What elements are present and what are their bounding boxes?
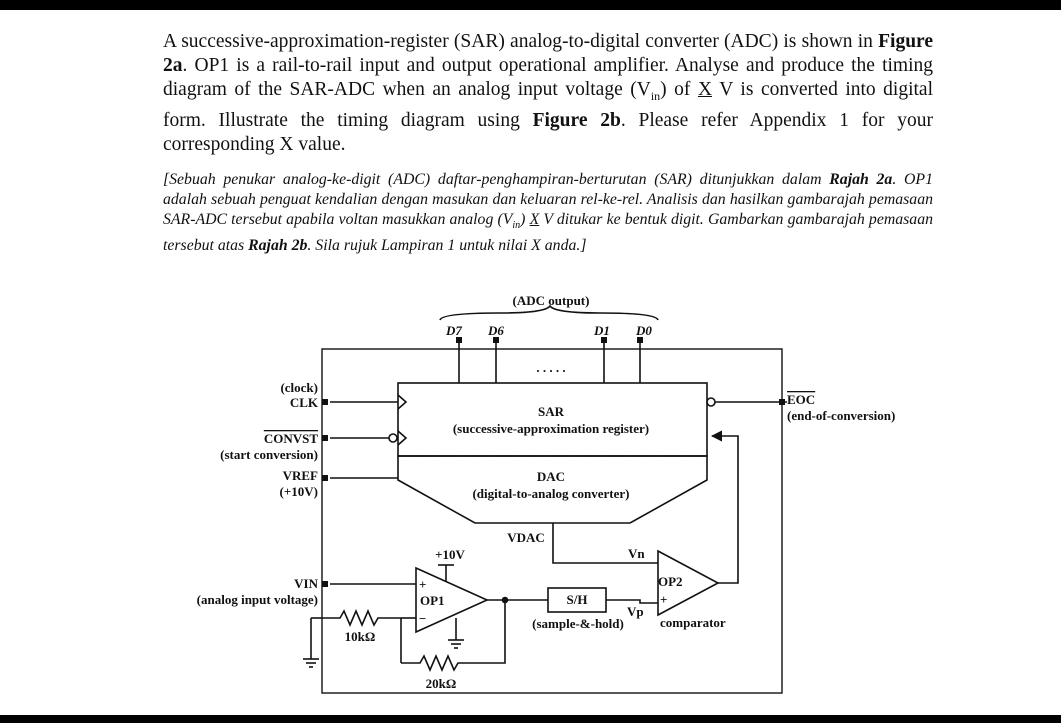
eoc-description: (end-of-conversion) [787, 408, 895, 423]
sh-block-label: S/H [567, 592, 588, 607]
convst-inverting-bubble [388, 433, 398, 443]
x-value-placeholder: X [697, 79, 713, 101]
question-part-2: . OP1 is a rail-to-rail input and output… [163, 55, 933, 101]
question-text-english: A successive-approximation-register (SAR… [163, 30, 933, 157]
op1-supply-label: +10V [435, 547, 465, 562]
figure-2b-reference: Figure 2b [532, 109, 621, 131]
bit-d0-label: D0 [635, 323, 652, 338]
malay-part-1: [Sebuah penukar analog-ke-digit (ADC) da… [163, 171, 830, 188]
sh-description: (sample-&-hold) [532, 616, 624, 631]
dac-title: DAC [537, 469, 565, 484]
top-border [0, 0, 1061, 10]
resistor-10k [322, 608, 401, 628]
rajah-2a-reference: Rajah 2a [829, 171, 893, 188]
question-part-4: V is converted into digital form. Illust… [163, 79, 934, 131]
bit-ellipsis: . . . . . [536, 360, 565, 375]
question-part-1: A successive-approximation-register (SAR… [163, 31, 873, 52]
sar-title: SAR [538, 404, 565, 419]
resistor-20k [401, 600, 506, 673]
question-part-5: . Please refer Appendix 1 for your corre… [163, 109, 933, 155]
op1-minus-sign: − [419, 611, 426, 626]
eoc-inverting-bubble [706, 397, 716, 407]
op2-plus-sign: + [660, 592, 667, 607]
start-conversion-label: (start conversion) [220, 447, 318, 462]
clk-pin-label: CLK [290, 395, 319, 410]
op2-label: OP2 [658, 574, 683, 589]
malay-part-3: ) [520, 211, 530, 228]
bit-d7-label: D7 [445, 323, 462, 338]
bottom-border [0, 715, 1061, 723]
vn-label: Vn [628, 546, 645, 561]
question-part-3: ) of [660, 79, 698, 101]
bit-d6-label: D6 [487, 323, 504, 338]
malay-part-4: V ditukar ke bentuk digit. Gambarkan gam… [163, 211, 933, 255]
vin-description: (analog input voltage) [197, 592, 318, 607]
clock-input-triangle [397, 394, 408, 410]
convst-pin-label: CONVST [264, 431, 319, 446]
vref-value-label: (+10V) [280, 484, 318, 499]
vin-pin-label: VIN [294, 576, 318, 591]
malay-part-5: . Sila rujuk Lampiran 1 untuk nilai X an… [307, 237, 587, 255]
op1-amplifier [415, 566, 489, 634]
convst-input-triangle [397, 430, 408, 446]
vdac-label: VDAC [507, 530, 545, 545]
outer-boundary [321, 348, 783, 694]
figure-2a-reference: Figure 2a [163, 31, 934, 77]
dac-description: (digital-to-analog converter) [472, 486, 629, 501]
adc-output-label: (ADC output) [513, 293, 590, 308]
question-text-malay: [Sebuah penukar analog-ke-digit (ADC) da… [163, 170, 933, 256]
sar-block [397, 382, 708, 457]
op2-comparator [657, 549, 720, 617]
comparator-feedback-line [710, 430, 739, 584]
malay-x-value-placeholder: X [529, 211, 540, 228]
clock-label: (clock) [280, 380, 318, 395]
comparator-label: comparator [660, 615, 726, 630]
vdac-line [552, 523, 658, 564]
resistor-10k-label: 10kΩ [345, 629, 376, 644]
vp-label: Vp [627, 604, 644, 619]
adc-output-brace [439, 304, 659, 321]
malay-part-2: . OP1 adalah sebuah penguat kendalian de… [163, 171, 933, 228]
resistor-20k-label: 20kΩ [426, 676, 457, 691]
op1-plus-sign: + [419, 577, 426, 592]
malay-vin-subscript: in [512, 220, 521, 232]
sar-description: (successive-approximation register) [453, 421, 649, 436]
bit-d1-label: D1 [593, 323, 610, 338]
eoc-pin-label: EOC [787, 392, 815, 407]
vin-subscript: in [650, 89, 661, 104]
vref-pin-label: VREF [283, 468, 318, 483]
rajah-2b-reference: Rajah 2b [248, 237, 308, 255]
op1-label: OP1 [420, 593, 445, 608]
